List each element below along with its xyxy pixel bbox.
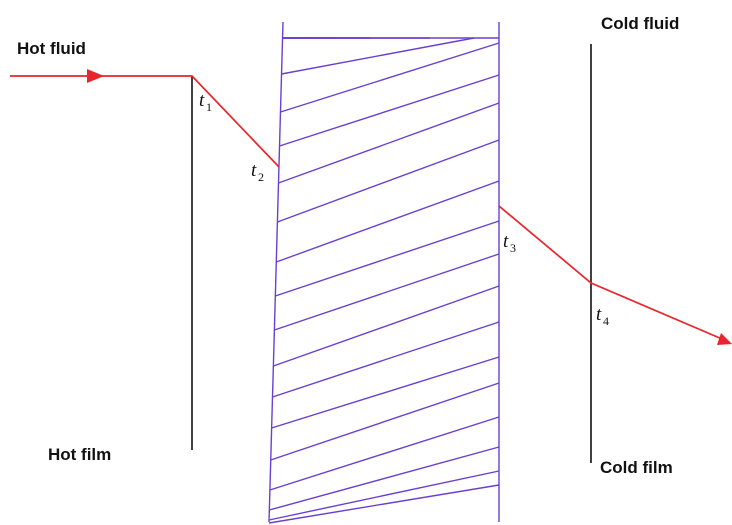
temperature-profile [10,69,732,345]
t3-symbol: t [503,231,509,252]
hatch-line [272,321,500,398]
t2-symbol: t [251,160,257,181]
hot-fluid-label: Hot fluid [17,39,86,58]
hot-film-label: Hot film [48,445,111,464]
hatch-line [268,484,500,524]
t4-subscript: 4 [603,314,609,328]
wall-left-edge [268,21,284,523]
hatch-line [269,446,500,511]
temperature-label-t2: t 2 [251,160,264,184]
t3-subscript: 3 [510,241,516,255]
hatch-line [281,37,475,75]
t1-symbol: t [199,90,205,111]
arrow-down-right-icon [717,333,732,345]
temperature-label-t4: t 4 [596,304,609,328]
temperature-label-t1: t 1 [199,90,212,114]
hatch-line [278,102,500,184]
hatch-line [271,356,500,429]
hatch-line [276,180,500,263]
t4-symbol: t [596,304,602,325]
hatch-line [269,416,500,491]
cold-film-label: Cold film [600,458,673,477]
wall-hatching [268,37,500,524]
t2-subscript: 2 [258,170,264,184]
hatch-line [268,470,500,521]
hatch-line [274,253,500,331]
wall [268,21,500,524]
hatch-line [280,42,500,113]
cold-fluid-label: Cold fluid [601,14,679,33]
hatch-line [273,285,500,367]
hatch-line [275,220,500,297]
hot-side-profile [10,75,280,168]
hatch-line [279,74,500,147]
hatch-line [277,139,500,223]
arrow-right-icon [87,69,104,83]
t1-subscript: 1 [206,100,212,114]
hatch-line [270,382,500,461]
cold-side-profile [498,205,723,340]
temperature-label-t3: t 3 [503,231,516,255]
